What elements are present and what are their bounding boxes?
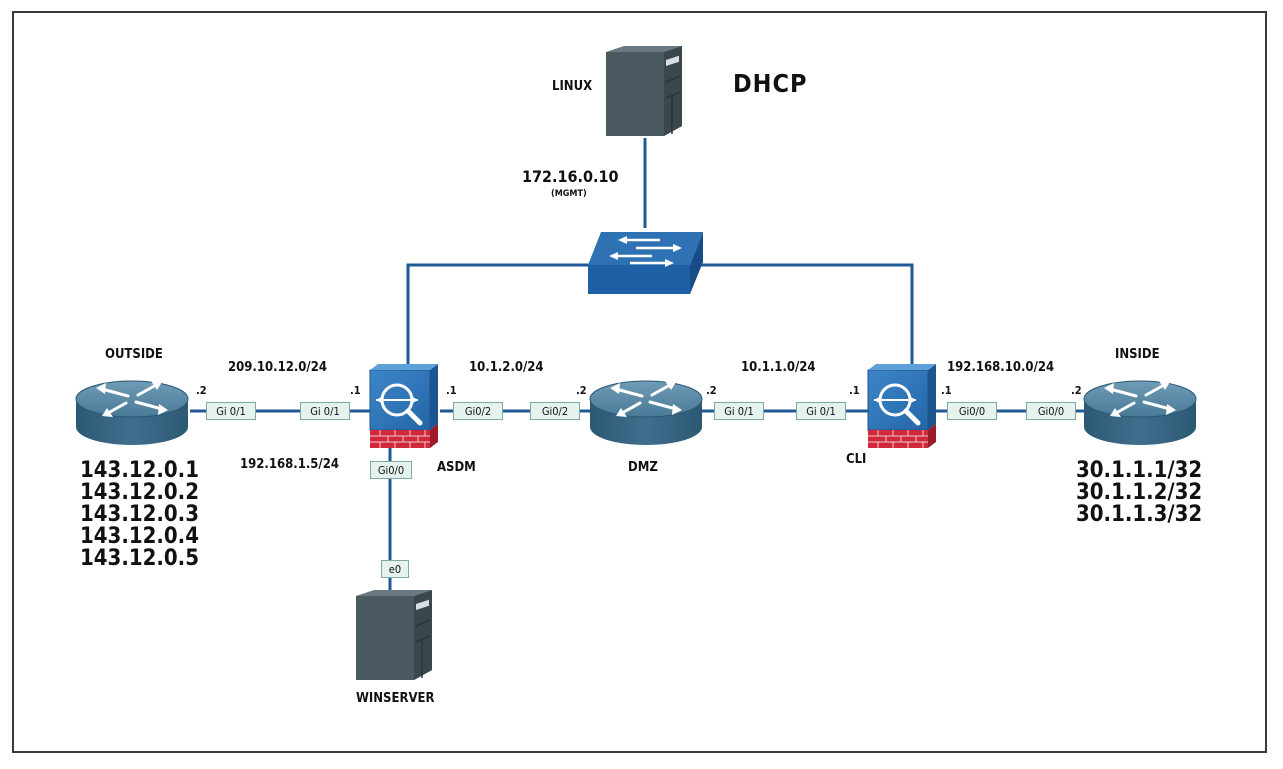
- outside-address: 143.12.0.5: [80, 546, 199, 571]
- port-outside-gi0-1[interactable]: Gi 0/1: [206, 402, 256, 420]
- inside-router-icon[interactable]: [1082, 379, 1198, 447]
- outside-router-icon[interactable]: [74, 379, 190, 447]
- octet-asdm-dmz: .1: [446, 384, 457, 397]
- switch-icon[interactable]: [588, 232, 703, 294]
- inside-address: 30.1.1.1/32: [1076, 458, 1203, 483]
- port-cli-gi0-0[interactable]: Gi0/0: [947, 402, 997, 420]
- subnet-asdm-dmz: 10.1.2.0/24: [469, 360, 544, 375]
- dmz-router-icon[interactable]: [588, 379, 704, 447]
- port-inside-gi0-0[interactable]: Gi0/0: [1026, 402, 1076, 420]
- outside-address: 143.12.0.3: [80, 502, 199, 527]
- winserver-server-icon[interactable]: [355, 589, 433, 681]
- octet-cli-dmz: .1: [849, 384, 860, 397]
- outside-address: 143.12.0.4: [80, 524, 199, 549]
- dhcp-label: DHCP: [733, 69, 808, 98]
- mgmt-note-label: (MGMT): [551, 189, 587, 199]
- linux-label: LINUX: [552, 79, 593, 94]
- outside-address-list: 143.12.0.1 143.12.0.2 143.12.0.3 143.12.…: [80, 460, 199, 570]
- subnet-dmz-cli: 10.1.1.0/24: [741, 360, 816, 375]
- octet-dmz-asdm: .2: [576, 384, 587, 397]
- mgmt-ip-label: 172.16.0.10: [522, 167, 619, 186]
- octet-dmz-cli: .2: [706, 384, 717, 397]
- port-asdm-gi0-1[interactable]: Gi 0/1: [300, 402, 350, 420]
- port-winserver-e0[interactable]: e0: [381, 560, 409, 578]
- cli-firewall-icon[interactable]: [868, 364, 936, 448]
- subnet-asdm-win: 192.168.1.5/24: [240, 457, 339, 472]
- cli-label: CLI: [846, 452, 867, 467]
- octet-asdm-outside: .1: [350, 384, 361, 397]
- dmz-label: DMZ: [628, 460, 658, 475]
- link-switch-cli: [700, 263, 914, 366]
- port-cli-gi0-1[interactable]: Gi 0/1: [796, 402, 846, 420]
- port-dmz-gi0-2[interactable]: Gi0/2: [530, 402, 580, 420]
- inside-address: 30.1.1.3/32: [1076, 502, 1203, 527]
- octet-outside: .2: [196, 384, 207, 397]
- subnet-outside-asdm: 209.10.12.0/24: [228, 360, 327, 375]
- inside-address-list: 30.1.1.1/32 30.1.1.2/32 30.1.1.3/32: [1076, 460, 1202, 526]
- outside-address: 143.12.0.2: [80, 480, 199, 505]
- inside-label: INSIDE: [1115, 347, 1160, 362]
- link-switch-asdm: [406, 263, 590, 366]
- asdm-firewall-icon[interactable]: [370, 364, 438, 448]
- subnet-cli-inside: 192.168.10.0/24: [947, 360, 1055, 375]
- inside-address: 30.1.1.2/32: [1076, 480, 1203, 505]
- port-asdm-gi0-0[interactable]: Gi0/0: [370, 461, 412, 479]
- port-asdm-gi0-2[interactable]: Gi0/2: [453, 402, 503, 420]
- linux-server-icon[interactable]: [605, 45, 683, 137]
- asdm-label: ASDM: [437, 460, 476, 475]
- octet-cli-inside: .1: [941, 384, 952, 397]
- port-dmz-gi0-1[interactable]: Gi 0/1: [714, 402, 764, 420]
- outside-label: OUTSIDE: [105, 347, 163, 362]
- diagram-frame: [12, 11, 1267, 753]
- octet-inside: .2: [1071, 384, 1082, 397]
- outside-address: 143.12.0.1: [80, 458, 199, 483]
- winserver-label: WINSERVER: [356, 691, 435, 706]
